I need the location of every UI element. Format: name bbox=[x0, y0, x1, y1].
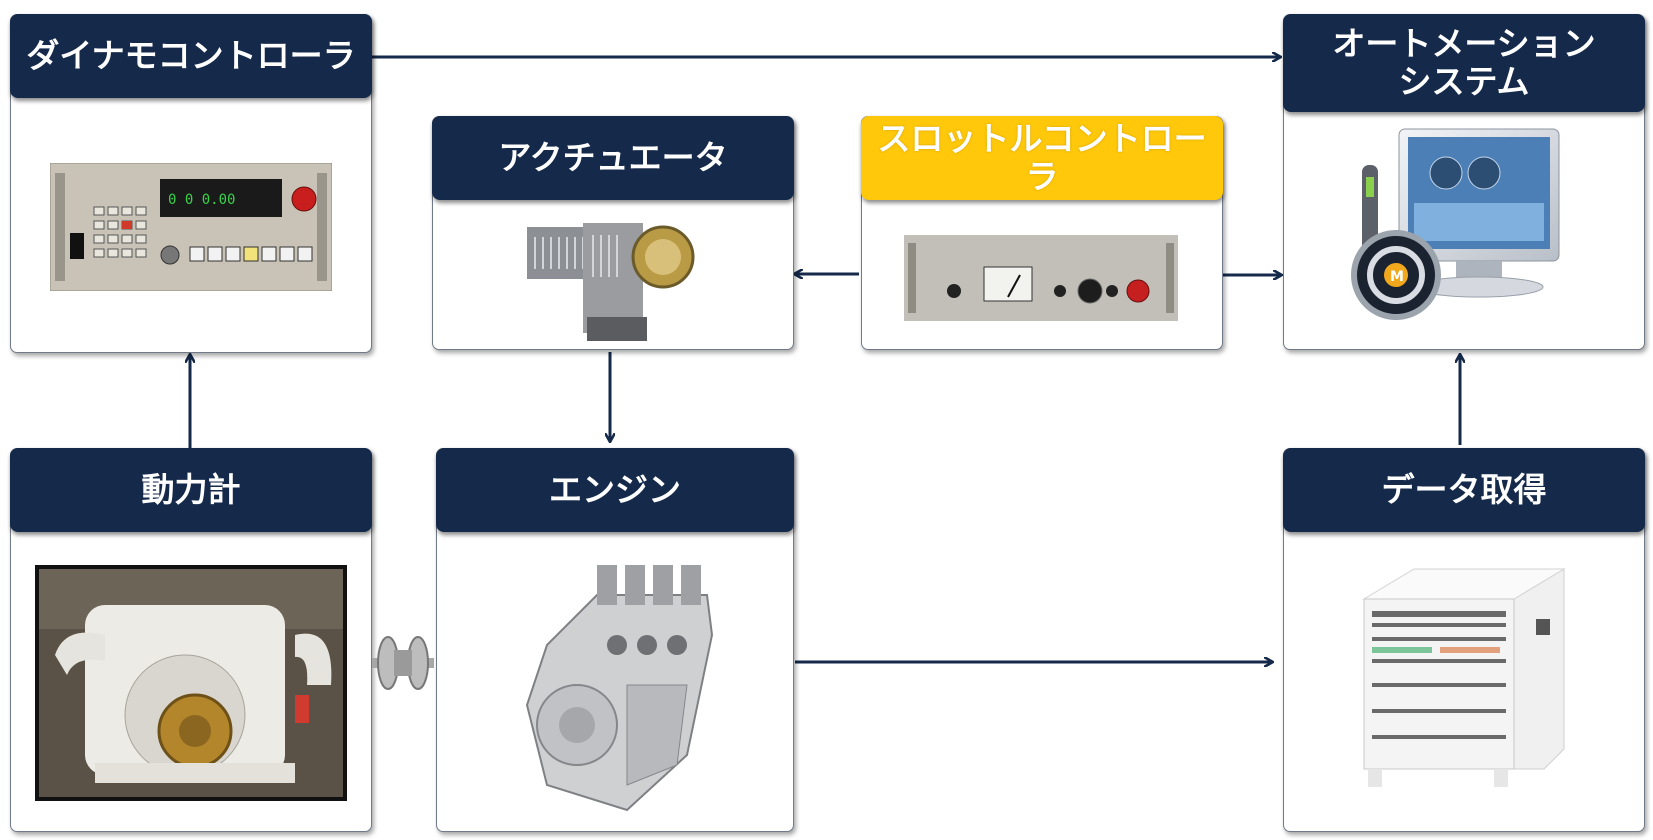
throttle-controller-panel-image bbox=[904, 235, 1178, 321]
svg-text:M: M bbox=[1390, 269, 1404, 285]
node-engine: エンジン bbox=[436, 448, 794, 832]
node-dyno-controller-title: ダイナモコントローラ bbox=[10, 14, 372, 98]
dyno-controller-panel-image: 0 0 0.00 bbox=[50, 163, 332, 291]
actuator-image bbox=[527, 223, 695, 341]
automation-title-line2: システム bbox=[1398, 62, 1530, 101]
node-automation-system: オートメーション システム M bbox=[1283, 14, 1645, 350]
node-throttle-controller: スロットルコントローラ bbox=[861, 116, 1223, 350]
node-throttle-controller-title: スロットルコントローラ bbox=[861, 116, 1223, 200]
node-engine-title: エンジン bbox=[436, 448, 794, 532]
daq-cabinet-image bbox=[1362, 568, 1566, 787]
automation-title-line1: オートメーション bbox=[1332, 24, 1596, 63]
node-actuator: アクチュエータ bbox=[432, 116, 794, 350]
automation-pc-image: M bbox=[1351, 128, 1560, 320]
dynamometer-photo bbox=[35, 565, 347, 801]
node-data-acquisition: データ取得 bbox=[1283, 448, 1645, 832]
svg-text:0 0 0.00: 0 0 0.00 bbox=[168, 192, 235, 208]
node-dynamometer: 動力計 bbox=[10, 448, 372, 832]
node-dyno-controller: ダイナモコントローラ 0 0 0.00 bbox=[10, 14, 372, 353]
engine-image bbox=[525, 565, 714, 812]
node-data-acquisition-title: データ取得 bbox=[1283, 448, 1645, 532]
node-automation-system-title: オートメーション システム bbox=[1283, 14, 1645, 112]
coupling-image bbox=[372, 636, 434, 690]
node-actuator-title: アクチュエータ bbox=[432, 116, 794, 200]
node-dynamometer-title: 動力計 bbox=[10, 448, 372, 532]
